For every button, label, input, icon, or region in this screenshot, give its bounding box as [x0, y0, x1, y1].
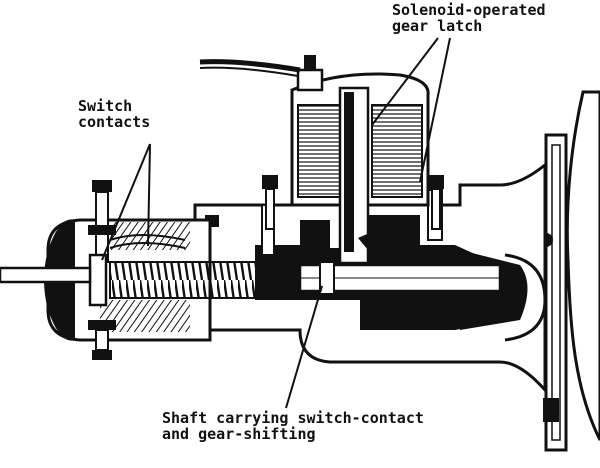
shaft-and-spring [0, 261, 502, 299]
switch-contacts-label: Switch contacts [78, 98, 150, 130]
solenoid-label-line-2: gear latch [392, 17, 483, 35]
terminal-posts [88, 180, 116, 360]
mounting-flange [539, 90, 600, 452]
housing-bolts [205, 175, 444, 230]
leader-lines [101, 37, 451, 409]
solenoid-assembly [199, 55, 430, 265]
shaft-label-line-2: and gear-shifting [162, 425, 316, 443]
shaft-label: Shaft carrying switch-contact and gear-s… [162, 410, 424, 442]
solenoid-label-line-1: Solenoid-operated [392, 1, 546, 19]
switch-label-line-1: Switch [78, 97, 133, 115]
shaft-label-line-1: Shaft carrying switch-contact [162, 409, 424, 427]
switch-label-line-2: contacts [78, 113, 151, 131]
solenoid-gear-latch-label: Solenoid-operated gear latch [392, 2, 546, 34]
